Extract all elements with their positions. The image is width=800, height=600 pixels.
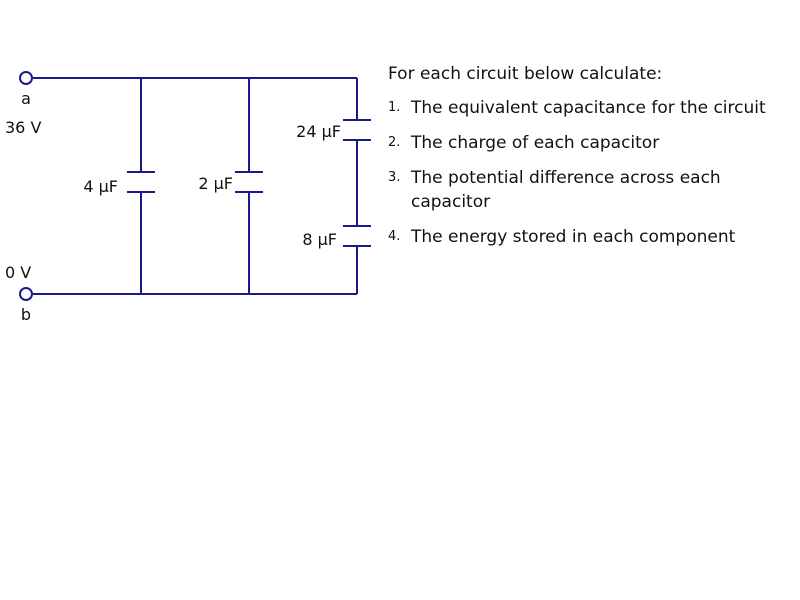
instruction-item: 1. The equivalent capacitance for the ci… xyxy=(388,96,788,120)
instruction-number: 2. xyxy=(388,135,401,150)
capacitor-c2 xyxy=(235,78,263,294)
capacitor-c4 xyxy=(343,225,371,294)
instruction-number: 3. xyxy=(388,170,401,185)
instruction-item: 3. The potential difference across each … xyxy=(388,166,788,214)
capacitor-c4-label: 8 μF xyxy=(302,230,337,249)
instruction-item: 4. The energy stored in each component xyxy=(388,225,788,249)
instructions-heading: For each circuit below calculate: xyxy=(388,64,663,84)
capacitor-c3-label: 24 μF xyxy=(296,122,341,141)
instructions-list: 1. The equivalent capacitance for the ci… xyxy=(388,96,788,249)
terminal-a-voltage: 36 V xyxy=(5,118,41,137)
terminal-b xyxy=(19,287,33,301)
terminal-b-label: b xyxy=(21,305,31,324)
terminal-a-label: a xyxy=(21,89,31,108)
capacitor-c1-label: 4 μF xyxy=(83,177,118,196)
capacitor-c1 xyxy=(127,78,155,294)
instruction-text: The potential difference across each cap… xyxy=(411,168,721,212)
instruction-number: 4. xyxy=(388,229,401,244)
terminal-a xyxy=(19,71,33,85)
instruction-text: The equivalent capacitance for the circu… xyxy=(411,98,766,118)
capacitor-c2-label: 2 μF xyxy=(198,174,233,193)
capacitor-c3 xyxy=(343,78,371,141)
instruction-item: 2. The charge of each capacitor xyxy=(388,131,788,155)
instruction-text: The energy stored in each component xyxy=(411,227,736,247)
instruction-text: The charge of each capacitor xyxy=(411,133,660,153)
terminal-b-voltage: 0 V xyxy=(5,263,31,282)
instructions-panel: For each circuit below calculate: 1. The… xyxy=(388,62,788,260)
instruction-number: 1. xyxy=(388,100,401,115)
